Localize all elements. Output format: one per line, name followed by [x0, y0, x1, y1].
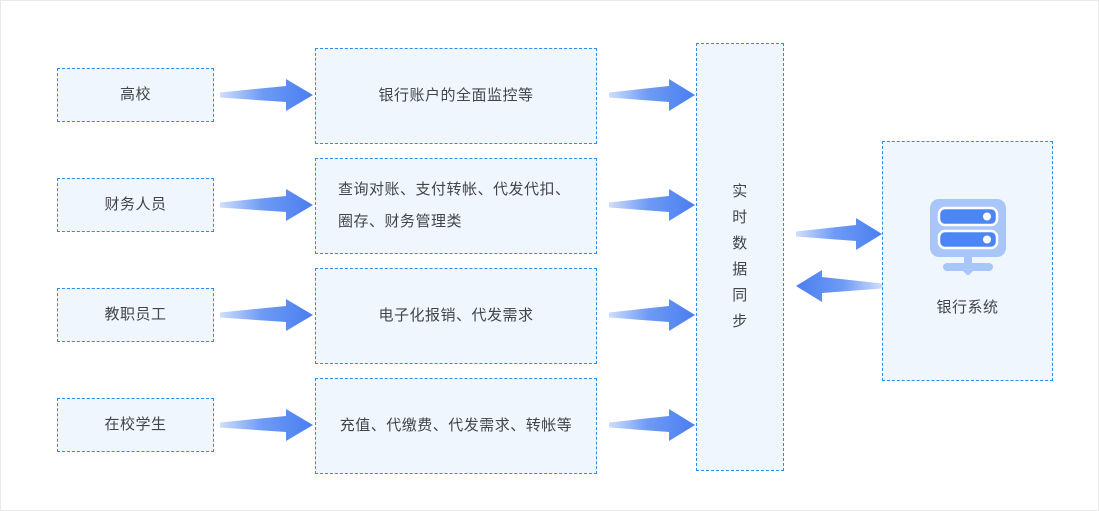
actor-box-4[interactable]: 在校学生	[57, 398, 214, 452]
actor-label: 高校	[119, 86, 151, 103]
server-icon	[929, 199, 1006, 275]
actor-label: 在校学生	[104, 416, 167, 433]
actor-label: 教职员工	[104, 306, 167, 323]
requirement-line-1: 电子化报销、代发需求	[378, 307, 534, 324]
arrow-bank-to-sync	[796, 270, 882, 302]
sync-char-4: 据	[732, 261, 748, 278]
arrow-actor-to-requirement-1	[220, 79, 313, 111]
arrow-requirement-to-sync-2	[609, 189, 695, 221]
sync-char-2: 时	[732, 209, 748, 226]
arrow-actor-to-requirement-4	[220, 409, 313, 441]
requirement-box-4[interactable]: 充值、代缴费、代发需求、转帐等	[315, 378, 597, 474]
requirement-line-1: 银行账户的全面监控等	[378, 87, 534, 104]
sync-char-1: 实	[732, 183, 748, 200]
arrow-actor-to-requirement-3	[220, 299, 313, 331]
bank-system-box[interactable]: 银行系统	[882, 141, 1053, 381]
requirement-box-3[interactable]: 电子化报销、代发需求	[315, 268, 597, 364]
requirement-box-1[interactable]: 银行账户的全面监控等	[315, 48, 597, 144]
requirement-line-1: 查询对账、支付转帐、代发代扣、	[338, 181, 571, 198]
sync-char-5: 同	[732, 287, 748, 304]
sync-char-6: 步	[732, 313, 748, 330]
arrow-requirement-to-sync-1	[609, 79, 695, 111]
actor-label: 财务人员	[104, 196, 167, 213]
requirement-line-2: 圈存、财务管理类	[338, 213, 463, 230]
bank-system-label: 银行系统	[936, 299, 999, 316]
actor-box-2[interactable]: 财务人员	[57, 178, 214, 232]
arrow-requirement-to-sync-4	[609, 409, 695, 441]
arrow-actor-to-requirement-2	[220, 189, 313, 221]
requirement-line-1: 充值、代缴费、代发需求、转帐等	[339, 417, 573, 434]
sync-column[interactable]: 实 时 数 据 同 步	[696, 43, 784, 471]
requirement-box-2[interactable]: 查询对账、支付转帐、代发代扣、 圈存、财务管理类	[315, 158, 597, 254]
arrow-sync-to-bank	[796, 218, 882, 250]
sync-char-3: 数	[732, 235, 748, 252]
arrow-requirement-to-sync-3	[609, 299, 695, 331]
actor-box-3[interactable]: 教职员工	[57, 288, 214, 342]
actor-box-1[interactable]: 高校	[57, 68, 214, 122]
